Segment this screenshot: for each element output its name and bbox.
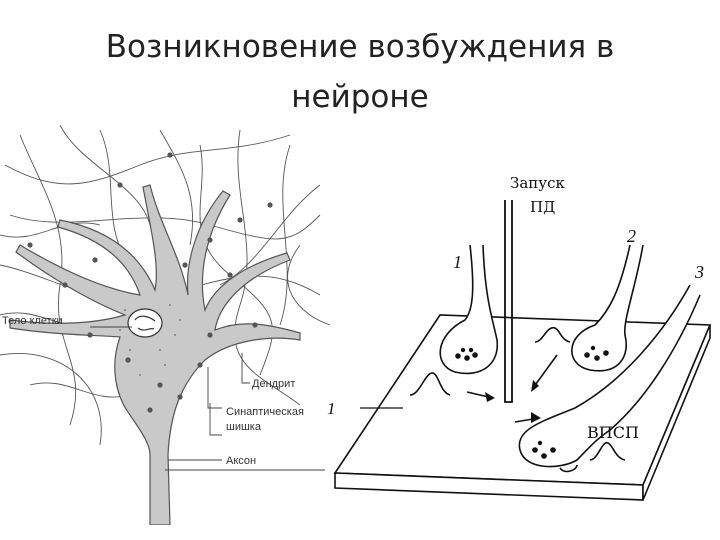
- nucleus: [127, 308, 163, 338]
- terminal-1: [439, 244, 498, 375]
- label-synaptic-knob-1: Синаптическая: [226, 406, 304, 418]
- dendrite-mesh: [0, 125, 331, 446]
- synaptic-knobs: [27, 152, 273, 413]
- terminal-2: [571, 244, 644, 372]
- marker-left: 1: [327, 399, 336, 418]
- label-dendrite: Дендрит: [252, 378, 295, 390]
- input-3-label: 3: [694, 262, 704, 282]
- signal-waves: [409, 326, 626, 473]
- synapse-illustration: 1 Запуск ПД 1 2 3 ВП: [327, 174, 712, 501]
- title-line-1: Возникновение возбуждения в: [105, 29, 615, 65]
- leader-lines: [90, 326, 325, 471]
- terminal-3: [518, 284, 701, 468]
- launch-label-2: ПД: [530, 198, 555, 216]
- neuron-soma: [9, 184, 301, 525]
- launch-label-1: Запуск: [510, 174, 566, 192]
- slide-title: Возникновение возбуждения в нейроне: [60, 22, 660, 122]
- input-2-label: 2: [627, 226, 636, 246]
- label-axon: Аксон: [226, 455, 256, 467]
- launch-electrode: [504, 200, 513, 403]
- input-1-label: 1: [453, 252, 462, 272]
- neuron-illustration: Тело клетки Дендрит Синаптическая шишка …: [0, 125, 331, 525]
- title-line-2: нейроне: [291, 79, 429, 115]
- label-synaptic-knob-2: шишка: [226, 421, 262, 433]
- label-cell-body: Тело клетки: [2, 315, 63, 327]
- epsp-label: ВПСП: [587, 423, 639, 442]
